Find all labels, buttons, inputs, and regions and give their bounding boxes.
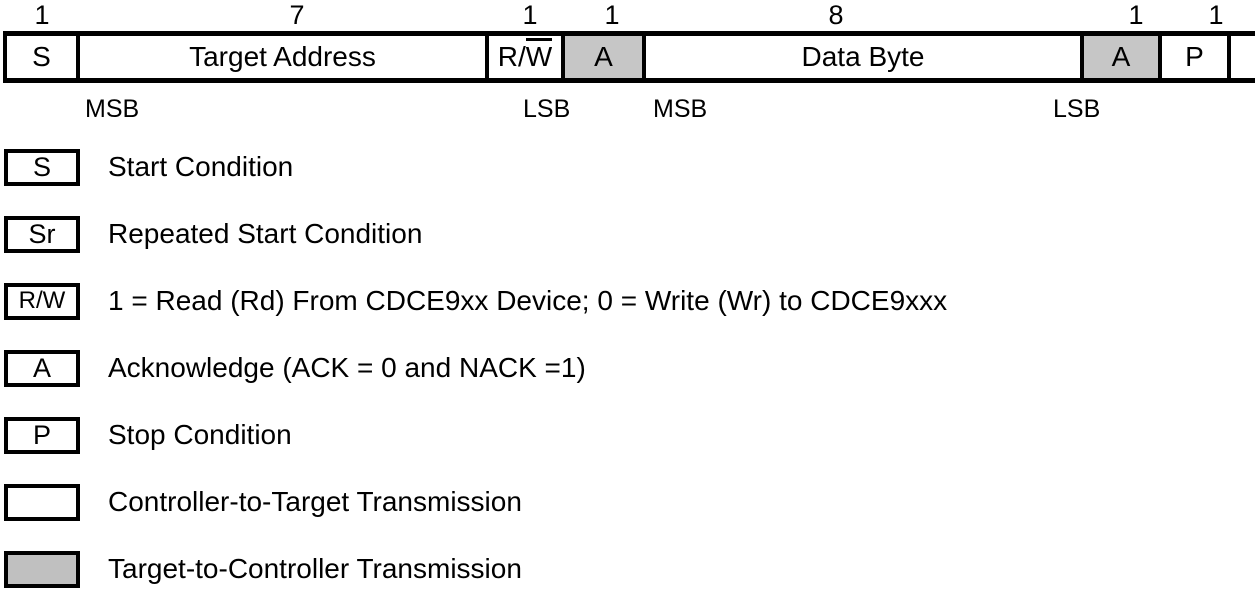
- endian-label-address-msb: MSB: [85, 95, 140, 123]
- frame-cell-label-ack-1: A: [594, 41, 613, 72]
- bit-count-ack-1: 1: [604, 0, 620, 30]
- legend-row-target-to-controller: Target-to-Controller Transmission: [0, 547, 1258, 591]
- legend-swatch-repeated-start-condition: Sr: [4, 215, 80, 253]
- legend-description-controller-to-target: Controller-to-Target Transmission: [108, 486, 522, 517]
- endian-label-data-msb: MSB: [653, 95, 708, 123]
- bit-count-row: 1 7 1 1 8 1 1: [0, 0, 1258, 30]
- legend-row-stop-condition: P Stop Condition: [0, 413, 1258, 457]
- legend-description-target-to-controller: Target-to-Controller Transmission: [108, 553, 522, 584]
- frame-cell-stop: P: [1158, 36, 1231, 78]
- endian-label-data-lsb: LSB: [1053, 95, 1101, 123]
- legend-swatch-acknowledge: A: [4, 349, 80, 387]
- bit-count-read-write: 1: [522, 0, 538, 30]
- legend-row-repeated-start-condition: Sr Repeated Start Condition: [0, 212, 1258, 256]
- overbar-w: W: [525, 38, 553, 72]
- frame-cell-target-address: Target Address: [76, 36, 489, 78]
- legend-swatch-stop-condition: P: [4, 416, 80, 454]
- legend-description-start-condition: Start Condition: [108, 151, 294, 182]
- legend-swatch-label-start-condition: S: [32, 151, 51, 182]
- legend-swatch-controller-to-target: [4, 483, 80, 521]
- legend-description-read-write: 1 = Read (Rd) From CDCE9xx Device; 0 = W…: [108, 285, 948, 316]
- frame-cell-label-data-byte: Data Byte: [801, 41, 925, 72]
- frame-cell-label-start: S: [32, 41, 51, 72]
- endian-label-address-lsb: LSB: [523, 95, 571, 123]
- legend-swatch-label-read-write: R/W: [18, 284, 66, 314]
- i2c-frame-diagram: 1 7 1 1 8 1 1 S Target Address R/W A Data Byte A P M…: [0, 0, 1258, 140]
- legend-row-read-write: R/W 1 = Read (Rd) From CDCE9xx Device; 0 …: [0, 279, 1258, 323]
- frame-cell-read-write: R/W: [485, 36, 565, 78]
- frame-cell-label-stop: P: [1185, 41, 1204, 72]
- endian-label-row: MSB LSB MSB LSB: [0, 92, 1258, 126]
- legend-swatch-label-acknowledge: A: [32, 352, 51, 383]
- bit-count-target-address: 7: [289, 0, 305, 30]
- frame-bar: S Target Address R/W A Data Byte A P: [3, 31, 1255, 83]
- bit-count-stop: 1: [1208, 0, 1224, 30]
- bit-count-data-byte: 8: [828, 0, 844, 30]
- legend-description-stop-condition: Stop Condition: [108, 419, 292, 450]
- legend-row-acknowledge: A Acknowledge (ACK = 0 and NACK =1): [0, 346, 1258, 390]
- legend-swatch-start-condition: S: [4, 148, 80, 186]
- legend-row-start-condition: S Start Condition: [0, 145, 1258, 189]
- legend-description-repeated-start-condition: Repeated Start Condition: [108, 218, 423, 249]
- frame-cell-ack-2: A: [1080, 36, 1162, 78]
- legend-swatch-target-to-controller: [4, 550, 80, 588]
- legend-row-controller-to-target: Controller-to-Target Transmission: [0, 480, 1258, 524]
- frame-cell-label-ack-2: A: [1111, 41, 1131, 72]
- frame-cell-start: S: [3, 36, 80, 78]
- legend-swatch-label-repeated-start-condition: Sr: [28, 218, 56, 249]
- overbar-w: W: [42, 284, 66, 314]
- frame-cell-data-byte: Data Byte: [642, 36, 1084, 78]
- legend-swatch-read-write: R/W: [4, 282, 80, 320]
- legend-description-acknowledge: Acknowledge (ACK = 0 and NACK =1): [108, 352, 586, 383]
- legend-swatch-label-stop-condition: P: [32, 419, 51, 450]
- bit-count-start: 1: [34, 0, 50, 30]
- frame-cell-label-read-write: R/W: [497, 38, 553, 72]
- frame-cell-label-target-address: Target Address: [189, 41, 376, 72]
- bit-count-ack-2: 1: [1128, 0, 1144, 30]
- frame-cell-ack-1: A: [561, 36, 646, 78]
